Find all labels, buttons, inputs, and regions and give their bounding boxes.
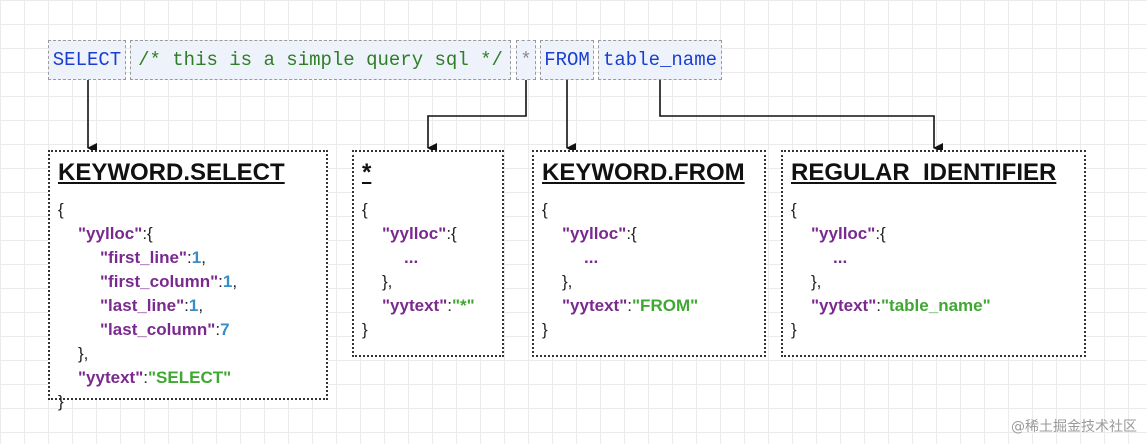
code-line: } (542, 318, 756, 342)
box-title: REGULAR_IDENTIFIER (791, 159, 1057, 186)
punct: }, (78, 344, 89, 363)
json-key: "yylloc" (811, 224, 876, 243)
code-line: } (58, 390, 318, 414)
punct: }, (811, 272, 822, 291)
code-block: { "yylloc":{ ... }, "yytext":"*" } (362, 198, 494, 342)
box-keyword-select: KEYWORD.SELECT { "yylloc":{ "first_line"… (48, 150, 328, 411)
close-brace: } (362, 320, 368, 339)
token-table-name-text: table_name (602, 49, 718, 71)
json-number: 1 (188, 296, 199, 315)
json-key: "last_line" (100, 296, 185, 315)
open-brace: { (791, 200, 797, 219)
code-line: "yytext":"SELECT" (78, 368, 232, 387)
arrow-star (427, 80, 527, 153)
punct: :{ (142, 224, 153, 243)
json-key: "yylloc" (562, 224, 627, 243)
code-line: ... (362, 246, 494, 270)
token-from: FROM (540, 40, 594, 80)
token-comment-text: /* this is a simple query sql */ (138, 49, 503, 71)
json-number: 1 (191, 248, 202, 267)
json-key: "first_column" (100, 272, 219, 291)
open-brace: { (58, 200, 64, 219)
json-key: "first_line" (100, 248, 187, 267)
code-block: { "yylloc":{ "first_line":1, "first_colu… (58, 198, 318, 414)
code-line: { (791, 198, 1076, 222)
box-title: KEYWORD.FROM (542, 159, 745, 186)
token-table-name: table_name (598, 40, 722, 80)
code-line: "yylloc":{ (542, 222, 756, 246)
punct: :{ (626, 224, 637, 243)
json-key: "yytext" (562, 296, 628, 315)
token-from-text: FROM (544, 49, 590, 71)
json-string: "table_name" (881, 296, 991, 315)
box-regular-identifier: REGULAR_IDENTIFIER { "yylloc":{ ... }, "… (781, 150, 1086, 357)
close-brace: } (58, 392, 64, 411)
punct: }, (382, 272, 393, 291)
open-brace: { (542, 200, 548, 219)
ellipsis: ... (833, 248, 848, 267)
code-line: { (362, 198, 494, 222)
code-line: } (791, 318, 1076, 342)
code-line: "yytext":"table_name" (811, 296, 991, 315)
json-key: "yytext" (382, 296, 448, 315)
code-line: } (362, 318, 494, 342)
json-string: "*" (452, 296, 475, 315)
json-key: "yylloc" (382, 224, 447, 243)
box-title: * (362, 159, 372, 186)
code-line: ... (791, 246, 1076, 270)
code-line: { (542, 198, 756, 222)
code-block: { "yylloc":{ ... }, "yytext":"table_name… (791, 198, 1076, 342)
json-number: 7 (220, 320, 230, 339)
json-key: "yytext" (78, 368, 144, 387)
code-line: "yytext":"*" (382, 296, 475, 315)
code-line: "last_column":7 (100, 320, 230, 339)
code-line: }, (362, 270, 494, 294)
code-line: }, (58, 342, 318, 366)
open-brace: { (362, 200, 368, 219)
arrow-table-name (659, 80, 943, 153)
code-line: "last_line":1, (100, 296, 204, 315)
code-line: "yylloc":{ (362, 222, 494, 246)
code-block: { "yylloc":{ ... }, "yytext":"FROM" } (542, 198, 756, 342)
json-number: 1 (222, 272, 233, 291)
code-line: }, (791, 270, 1076, 294)
token-star: * (516, 40, 536, 80)
punct: :{ (446, 224, 457, 243)
code-line: }, (542, 270, 756, 294)
box-star: * { "yylloc":{ ... }, "yytext":"*" } (352, 150, 504, 357)
code-line: "first_line":1, (100, 248, 206, 267)
json-key: "yylloc" (78, 224, 143, 243)
punct: }, (562, 272, 573, 291)
token-comment: /* this is a simple query sql */ (130, 40, 511, 80)
token-select: SELECT (48, 40, 126, 80)
code-line: { (58, 198, 318, 222)
json-key: "yytext" (811, 296, 877, 315)
json-string: "FROM" (632, 296, 699, 315)
close-brace: } (791, 320, 797, 339)
json-string: "SELECT" (148, 368, 232, 387)
ellipsis: ... (584, 248, 599, 267)
box-title: KEYWORD.SELECT (58, 159, 285, 186)
token-select-text: SELECT (52, 49, 122, 71)
code-line: "yylloc":{ (791, 222, 1076, 246)
code-line: "first_column":1, (100, 272, 238, 291)
box-keyword-from: KEYWORD.FROM { "yylloc":{ ... }, "yytext… (532, 150, 766, 357)
watermark: @稀土掘金技术社区 (1011, 419, 1137, 435)
punct: :{ (875, 224, 886, 243)
json-key: "last_column" (100, 320, 216, 339)
code-line: "yylloc":{ (58, 222, 318, 246)
close-brace: } (542, 320, 548, 339)
code-line: ... (542, 246, 756, 270)
code-line: "yytext":"FROM" (562, 296, 699, 315)
token-star-text: * (520, 49, 532, 71)
ellipsis: ... (404, 248, 419, 267)
